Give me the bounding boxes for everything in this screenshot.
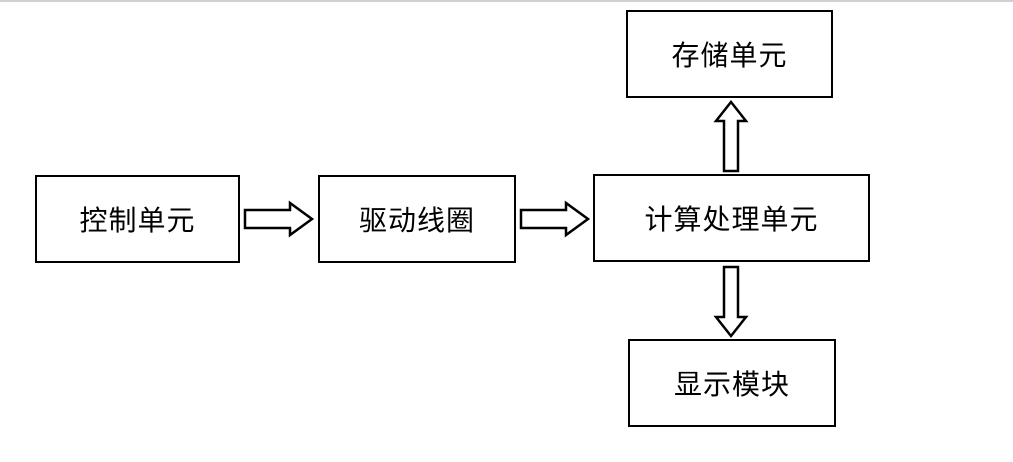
calc-processing-unit-box: 计算处理单元 bbox=[593, 174, 870, 262]
control-unit-label: 控制单元 bbox=[79, 204, 196, 237]
drive-coil-label: 驱动线圈 bbox=[358, 204, 475, 237]
display-module-box: 显示模块 bbox=[628, 339, 836, 427]
calc-processing-unit-label: 计算处理单元 bbox=[644, 203, 819, 236]
arrow-control-to-drive bbox=[243, 200, 315, 238]
display-module-label: 显示模块 bbox=[673, 368, 790, 401]
arrow-calc-to-storage bbox=[713, 99, 749, 173]
drive-coil-box: 驱动线圈 bbox=[318, 175, 516, 263]
top-border-line bbox=[0, 0, 1013, 2]
storage-unit-box: 存储单元 bbox=[626, 10, 833, 98]
storage-unit-label: 存储单元 bbox=[671, 39, 788, 72]
control-unit-box: 控制单元 bbox=[35, 175, 240, 263]
arrow-drive-to-calc bbox=[519, 200, 591, 238]
arrow-calc-to-display bbox=[713, 265, 749, 339]
